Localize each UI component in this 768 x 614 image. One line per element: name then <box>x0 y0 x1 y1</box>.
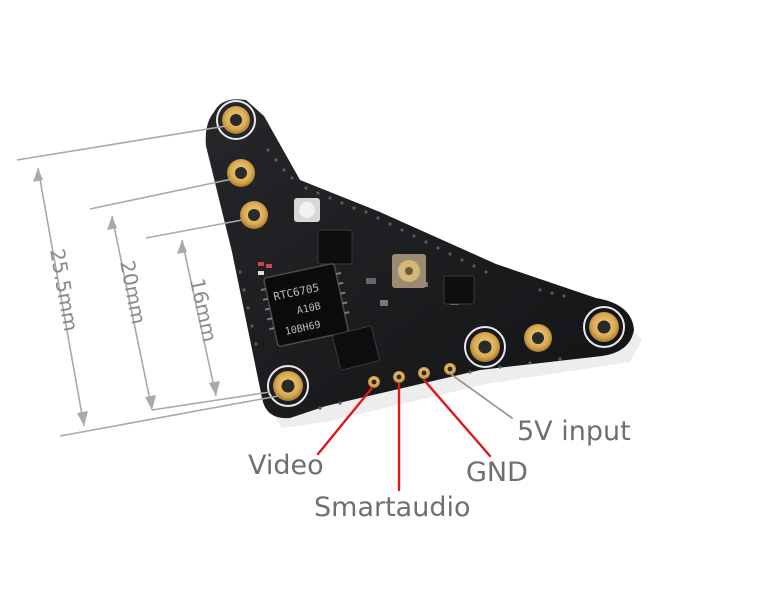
pin-pad-video <box>368 376 380 388</box>
ufl-connector <box>392 254 426 288</box>
regulator-chip <box>317 229 353 265</box>
pin-label-smartaudio: Smartaudio <box>314 492 471 523</box>
dim-inner-top-line <box>145 219 243 239</box>
led <box>294 198 320 222</box>
dim-outer-arrow-line <box>37 167 85 427</box>
dim-outer-top-line <box>16 125 227 161</box>
mount-pad-top <box>216 100 256 140</box>
dim-label-outer: 25.5mm <box>45 247 83 333</box>
amplifier-chip <box>443 275 475 305</box>
mount-pad-2 <box>227 159 255 187</box>
pin-label-video: Video <box>248 450 324 481</box>
dim-middle-bottom-line <box>151 391 271 411</box>
rf-chip: RTC6705 A10B 10BH69 <box>260 263 350 347</box>
mount-pad-right-2 <box>524 324 552 352</box>
lower-chip <box>332 325 380 371</box>
pin-label-gnd: GND <box>466 457 528 488</box>
pin-pad-smartaudio <box>393 371 405 383</box>
mount-pad-right-3 <box>583 306 625 348</box>
leader-video <box>316 386 374 456</box>
mount-pad-bottom-left <box>267 365 309 407</box>
dim-label-middle: 20mm <box>115 258 151 326</box>
dimension-arrowheads <box>33 168 220 426</box>
pcb-edge-dots <box>238 148 566 410</box>
dimension-lines <box>16 125 279 437</box>
pin-pad-gnd <box>418 367 430 379</box>
dim-label-inner: 16mm <box>185 276 222 344</box>
mount-pad-3 <box>240 201 268 229</box>
dim-middle-arrow-line <box>111 215 153 411</box>
pin-label-5v: 5V input <box>517 416 631 447</box>
pin-pad-5v <box>444 363 456 375</box>
leader-gnd <box>422 378 492 458</box>
mount-pad-right-1 <box>464 326 506 368</box>
leader-5v <box>451 374 513 419</box>
pin-leaders <box>316 374 513 492</box>
chip-marking-line2: A10B <box>296 301 322 317</box>
dim-inner-arrow-line <box>181 239 217 397</box>
dim-outer-bottom-line <box>59 395 279 437</box>
dim-middle-top-line <box>89 178 233 210</box>
